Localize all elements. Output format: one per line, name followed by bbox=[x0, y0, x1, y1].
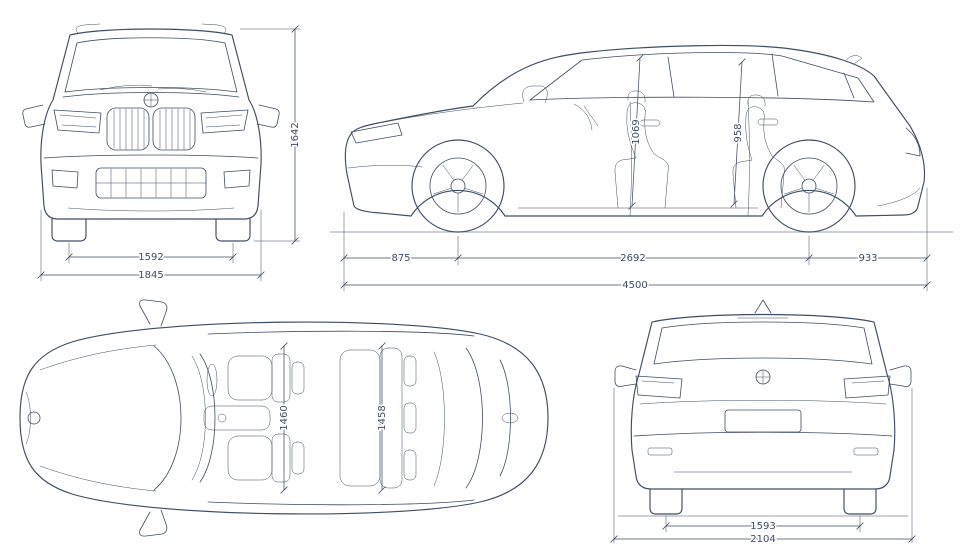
overhang-front-label: 875 bbox=[391, 253, 410, 264]
dim-overhangs-wheelbase bbox=[340, 187, 931, 292]
greenhouse-windows bbox=[529, 52, 875, 103]
roof-rails bbox=[75, 23, 227, 34]
dim-front-track bbox=[65, 242, 237, 264]
rear-view: 1593 2104 bbox=[610, 299, 916, 546]
hood-and-nose bbox=[25, 344, 157, 492]
rear-details bbox=[845, 55, 921, 207]
front-height-label: 1642 bbox=[290, 122, 301, 147]
interior-seats bbox=[573, 90, 785, 209]
interior-top bbox=[191, 347, 445, 489]
roof-rails bbox=[207, 330, 475, 506]
top-view-drawing: 1460 1458 bbox=[19, 299, 549, 537]
wheelbase-label: 2692 bbox=[620, 253, 645, 264]
front-track-label: 1592 bbox=[138, 252, 163, 263]
car-body-outline bbox=[19, 321, 549, 515]
headlights bbox=[53, 109, 249, 134]
side-view-drawing: 1069 958 875 2692 933 4500 bbox=[329, 44, 954, 293]
front-view: 1592 1845 1642 bbox=[22, 23, 303, 283]
front-wheels bbox=[51, 218, 251, 242]
dim-interior-width-rear bbox=[378, 342, 386, 494]
dim-headroom-rear bbox=[730, 58, 746, 208]
front-bumper bbox=[43, 154, 259, 212]
width-with-mirrors-label: 2104 bbox=[750, 534, 775, 545]
car-body-outline bbox=[40, 28, 262, 220]
interior-width-front-label: 1460 bbox=[279, 405, 290, 430]
interior-width-rear-label: 1458 bbox=[377, 405, 388, 430]
brand-roundel-icon bbox=[755, 369, 771, 385]
dim-front-overall-width bbox=[37, 209, 265, 282]
rear-view-drawing: 1593 2104 bbox=[610, 299, 916, 546]
dim-overall-length bbox=[340, 281, 931, 289]
car-body-outline bbox=[344, 44, 926, 217]
side-view: 1069 958 875 2692 933 4500 bbox=[329, 44, 954, 293]
dim-front-height bbox=[239, 25, 301, 245]
dim-width-with-mirrors bbox=[610, 387, 916, 544]
front-wheel bbox=[411, 139, 505, 233]
rear-window-top bbox=[465, 347, 519, 489]
dim-headroom-front bbox=[628, 54, 644, 210]
headroom-rear-label: 958 bbox=[733, 123, 744, 142]
brand-roundel-icon bbox=[143, 92, 159, 108]
car-body-outline bbox=[630, 299, 896, 490]
tailgate-and-bumper bbox=[633, 400, 893, 473]
rear-wheels bbox=[649, 488, 877, 515]
kidney-grille bbox=[106, 107, 196, 151]
overhang-rear-label: 933 bbox=[858, 253, 877, 264]
side-mirrors bbox=[22, 104, 280, 128]
front-view-drawing: 1592 1845 1642 bbox=[22, 23, 303, 283]
front-overall-width-label: 1845 bbox=[138, 270, 163, 281]
front-fascia bbox=[347, 85, 548, 169]
overall-length-label: 4500 bbox=[622, 280, 647, 291]
door-lines bbox=[517, 99, 779, 217]
side-mirrors-rear bbox=[614, 365, 912, 387]
rear-wheel bbox=[762, 139, 856, 233]
rear-window bbox=[653, 317, 873, 365]
dim-rear-track bbox=[662, 515, 864, 533]
rear-track-label: 1593 bbox=[750, 521, 775, 532]
windshield bbox=[62, 37, 240, 98]
headroom-front-label: 1069 bbox=[631, 119, 642, 144]
top-view: 1460 1458 bbox=[19, 299, 549, 537]
taillights bbox=[635, 375, 891, 399]
dim-interior-width-front bbox=[280, 342, 288, 494]
windshield-top bbox=[153, 345, 216, 491]
side-mirrors-top bbox=[139, 299, 168, 537]
